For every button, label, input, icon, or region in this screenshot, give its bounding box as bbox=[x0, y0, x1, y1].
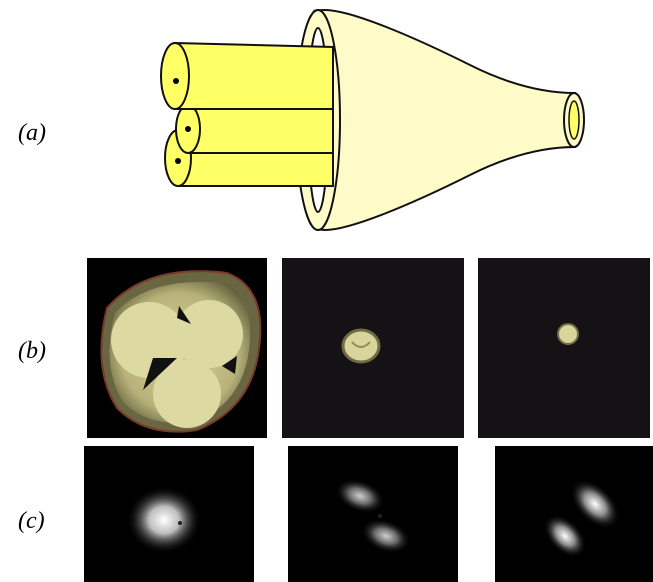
label-b: (b) bbox=[18, 338, 46, 364]
label-c: (c) bbox=[18, 508, 45, 534]
mode-image-1 bbox=[84, 446, 254, 582]
mode-lobe-2a bbox=[334, 478, 386, 514]
tapered-cores-3 bbox=[557, 323, 579, 345]
core-2 bbox=[175, 300, 243, 368]
core-3 bbox=[153, 360, 221, 428]
label-a: (a) bbox=[18, 120, 46, 146]
fiber-top-face bbox=[160, 42, 190, 110]
lantern-schematic bbox=[150, 5, 595, 235]
micrograph-3 bbox=[478, 258, 650, 438]
mode-lobe-3b bbox=[543, 514, 587, 558]
mode-image-3 bbox=[495, 446, 653, 582]
mode-spot-1 bbox=[126, 486, 202, 554]
fiber-bottom-core bbox=[175, 158, 181, 164]
fiber-middle-core bbox=[185, 126, 191, 132]
fiber-top-core bbox=[173, 78, 179, 84]
mode-image-2 bbox=[288, 446, 458, 582]
micrograph-2 bbox=[282, 258, 464, 438]
output-core bbox=[568, 100, 580, 140]
mode-lobe-3a bbox=[570, 479, 620, 529]
mode-lobe-2b bbox=[360, 518, 412, 554]
micrograph-1 bbox=[87, 258, 267, 438]
taper-body bbox=[306, 8, 576, 232]
